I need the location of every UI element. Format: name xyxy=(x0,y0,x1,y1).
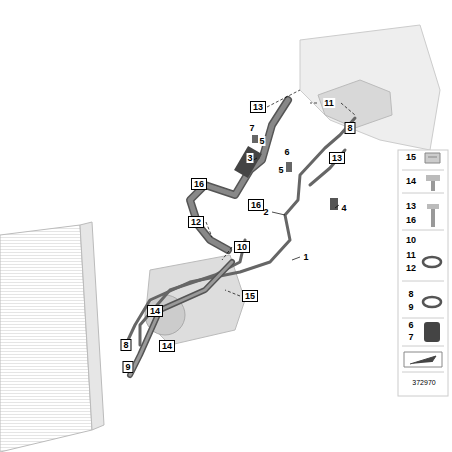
callout-number: 4 xyxy=(340,203,347,213)
callout-number: 1 xyxy=(302,252,309,262)
hvac-unit xyxy=(300,25,440,150)
callout-number: 14 xyxy=(147,305,163,317)
pressure-line xyxy=(128,118,355,340)
drawing-number: 372970 xyxy=(411,378,436,388)
callout-number: 16 xyxy=(405,215,417,225)
callout-number: 7 xyxy=(407,332,414,342)
callout-number: 8 xyxy=(120,339,131,351)
callout-number: 15 xyxy=(242,290,258,302)
callout-number: 8 xyxy=(344,122,355,134)
callout-number: 10 xyxy=(405,235,417,245)
callout-number: 13 xyxy=(405,201,417,211)
callout-number: 8 xyxy=(407,289,414,299)
callout-number: 15 xyxy=(405,152,417,162)
callout-number: 13 xyxy=(329,152,345,164)
suction-hose xyxy=(190,100,288,250)
callout-number: 16 xyxy=(191,178,207,190)
callout-number: 6 xyxy=(283,147,290,157)
parts-legend xyxy=(398,150,448,396)
callout-number: 12 xyxy=(405,263,417,273)
callout-number: 7 xyxy=(248,123,255,133)
callout-number: 5 xyxy=(277,165,284,175)
callout-number: 12 xyxy=(188,216,204,228)
callout-number: 14 xyxy=(405,176,417,186)
callout-number: 9 xyxy=(407,302,414,312)
callout-number: 10 xyxy=(234,241,250,253)
callout-number: 9 xyxy=(122,361,133,373)
callout-number: 11 xyxy=(323,98,335,108)
callout-number: 3 xyxy=(246,153,253,163)
callout-number: 13 xyxy=(250,101,266,113)
condenser xyxy=(0,225,92,452)
callout-number: 6 xyxy=(407,320,414,330)
pressure-sensor xyxy=(330,198,338,210)
callout-number: 16 xyxy=(248,199,264,211)
callout-number: 14 xyxy=(159,340,175,352)
callout-number: 11 xyxy=(405,250,417,260)
callout-number: 5 xyxy=(258,136,265,146)
